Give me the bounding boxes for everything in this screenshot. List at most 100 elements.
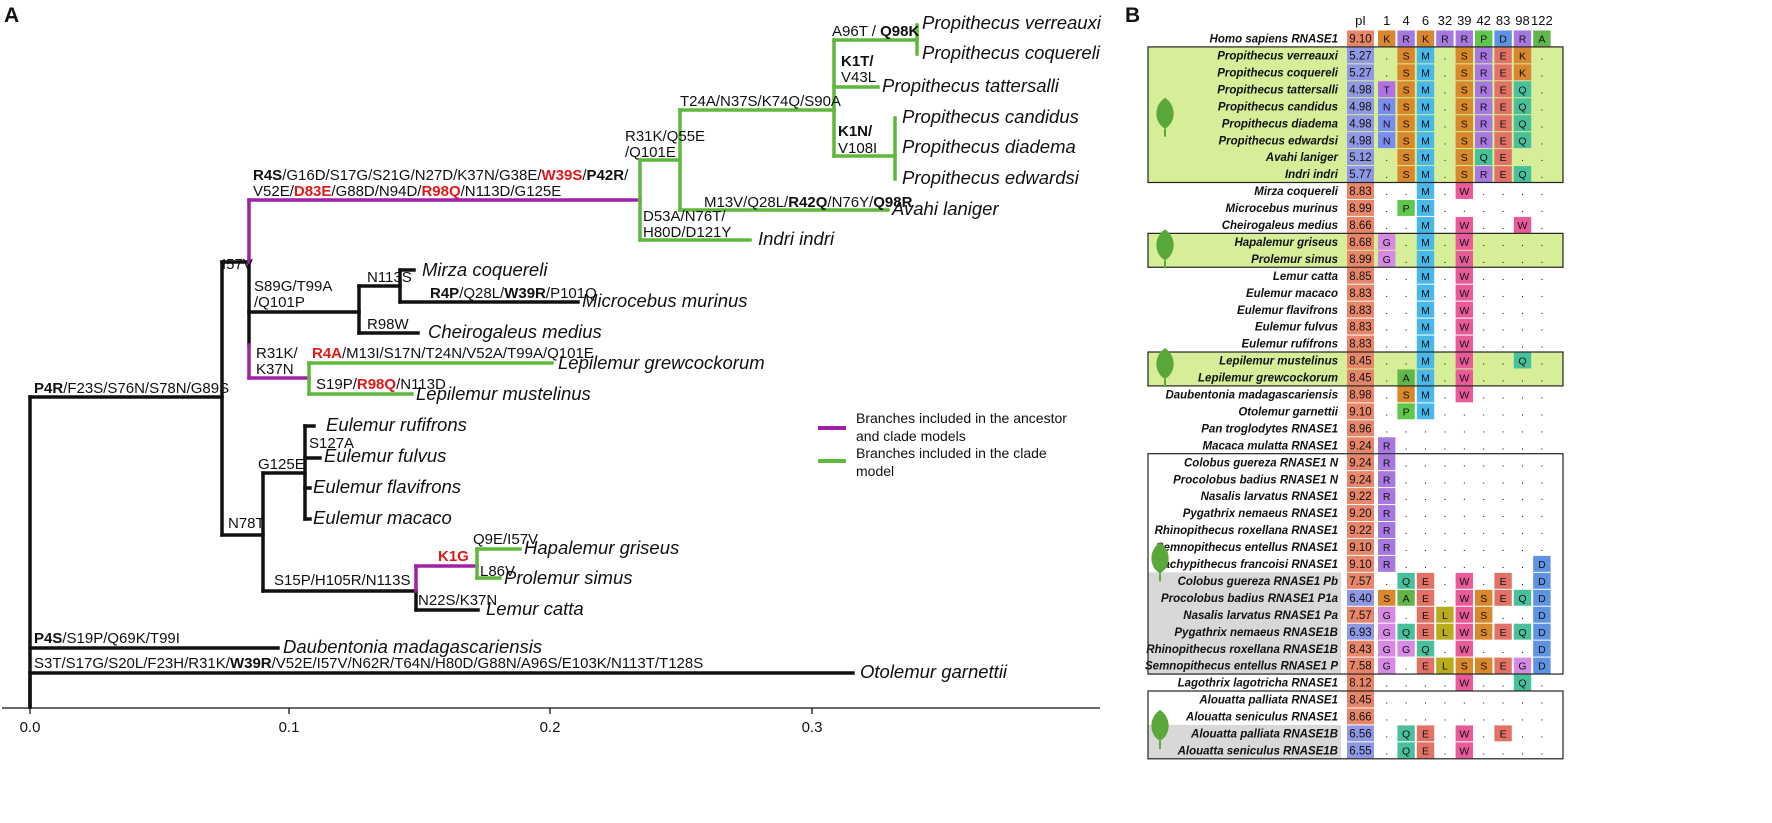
residue-cell: [1455, 81, 1473, 98]
residue-cell: [1455, 166, 1473, 182]
residue-text: .: [1385, 51, 1388, 63]
residue-text: E: [1422, 593, 1429, 605]
residue-text: .: [1443, 101, 1446, 113]
residue-cell: [1397, 589, 1415, 606]
tip-label: Propithecus edwardsi: [902, 167, 1080, 188]
residue-text: E: [1500, 152, 1507, 164]
residue-text: .: [1540, 254, 1543, 266]
species-name: Semnopithecus entellus RNASE1: [1156, 542, 1338, 554]
residue-text: .: [1540, 729, 1543, 741]
residue-cell: [1455, 233, 1473, 250]
pi-cell: [1347, 488, 1374, 505]
species-name: Lepilemur grewcockorum: [1198, 373, 1338, 385]
residue-cell: [1475, 81, 1493, 98]
residue-text: .: [1502, 203, 1505, 215]
pi-value: 4.98: [1349, 101, 1371, 113]
tip-label: Eulemur fulvus: [324, 445, 446, 466]
residue-text: S: [1403, 67, 1410, 79]
residue-text: .: [1443, 51, 1446, 63]
tip-label: Otolemur garnettii: [860, 661, 1008, 682]
pi-value: 9.10: [1349, 34, 1371, 46]
residue-text: R: [1480, 51, 1488, 63]
pi-cell: [1347, 589, 1374, 606]
residue-text: .: [1443, 169, 1446, 181]
residue-text: .: [1482, 356, 1485, 368]
residue-text: Q: [1518, 627, 1526, 639]
residue-text: .: [1502, 440, 1505, 452]
residue-cell: [1416, 233, 1435, 250]
residue-text: .: [1443, 593, 1446, 605]
residue-text: .: [1405, 220, 1408, 232]
residue-text: .: [1443, 373, 1446, 385]
residue-text: G: [1383, 254, 1391, 266]
residue-cell: [1378, 132, 1396, 149]
residue-text: .: [1405, 322, 1408, 334]
residue-text: .: [1424, 525, 1427, 537]
branch-label-r31k-q55e-2: /Q101E: [625, 144, 676, 161]
residue-cell: [1397, 640, 1415, 657]
residue-cell: [1416, 30, 1435, 47]
residue-text: .: [1502, 406, 1505, 418]
residue-text: M: [1421, 152, 1430, 164]
residue-cell: [1397, 572, 1415, 589]
residue-cell: [1436, 30, 1454, 47]
pi-cell: [1347, 318, 1374, 335]
residue-cell: [1397, 403, 1415, 420]
residue-text: L: [1442, 610, 1448, 622]
residue-cell: [1455, 284, 1473, 301]
pi-cell: [1347, 64, 1374, 81]
residue-text: .: [1443, 695, 1446, 707]
residue-cell: [1416, 149, 1435, 166]
residue-text: .: [1385, 406, 1388, 418]
residue-cell: [1513, 216, 1532, 233]
species-name: Colobus guereza RNASE1 Pb: [1178, 576, 1338, 588]
residue-text: .: [1502, 322, 1505, 334]
position-header: 39: [1457, 13, 1471, 28]
residue-text: .: [1482, 288, 1485, 300]
residue-cell: [1416, 132, 1435, 149]
residue-text: .: [1502, 271, 1505, 283]
residue-text: K: [1519, 51, 1526, 63]
residue-text: .: [1443, 237, 1446, 249]
residue-text: S: [1403, 118, 1410, 130]
residue-text: E: [1500, 627, 1507, 639]
residue-cell: [1455, 47, 1473, 64]
residue-text: .: [1482, 423, 1485, 435]
residue-text: .: [1521, 745, 1524, 757]
branch-label-s89g-1: S89G/T99A: [254, 278, 332, 295]
residue-text: .: [1385, 423, 1388, 435]
residue-text: .: [1540, 406, 1543, 418]
residue-text: M: [1421, 254, 1430, 266]
pi-cell: [1347, 691, 1374, 708]
residue-text: .: [1385, 203, 1388, 215]
residue-text: .: [1385, 576, 1388, 588]
pi-cell: [1347, 132, 1374, 149]
residue-text: .: [1482, 305, 1485, 317]
pi-value: 9.24: [1349, 474, 1372, 486]
residue-text: .: [1502, 712, 1505, 724]
residue-text: R: [1480, 135, 1488, 147]
species-name: Prolemur simus: [1251, 254, 1338, 266]
residue-text: .: [1502, 559, 1505, 571]
residue-cell: [1455, 115, 1473, 132]
residue-cell: [1455, 386, 1473, 403]
species-name: Hapalemur griseus: [1234, 237, 1338, 249]
species-name: Lemur catta: [1273, 271, 1339, 283]
branch-label-otolemur: S3T/S17G/S20L/F23H/R31K/W39R/V52E/I57V/N…: [34, 655, 703, 672]
residue-cell: [1416, 284, 1435, 301]
species-name: Macaca mulatta RNASE1: [1203, 440, 1339, 452]
residue-cell: [1494, 589, 1512, 606]
residue-cell: [1397, 132, 1415, 149]
residue-text: .: [1482, 729, 1485, 741]
pi-cell: [1347, 454, 1374, 471]
residue-text: D: [1538, 610, 1546, 622]
tip-label: Propithecus coquereli: [922, 42, 1101, 63]
residue-cell: [1397, 81, 1415, 98]
residue-text: N: [1383, 118, 1391, 130]
residue-text: M: [1421, 67, 1430, 79]
residue-text: P: [1403, 406, 1410, 418]
tip-label: Cheirogaleus medius: [428, 321, 602, 342]
branch-label-n78t: N78T: [228, 515, 265, 532]
residue-text: M: [1421, 84, 1430, 96]
